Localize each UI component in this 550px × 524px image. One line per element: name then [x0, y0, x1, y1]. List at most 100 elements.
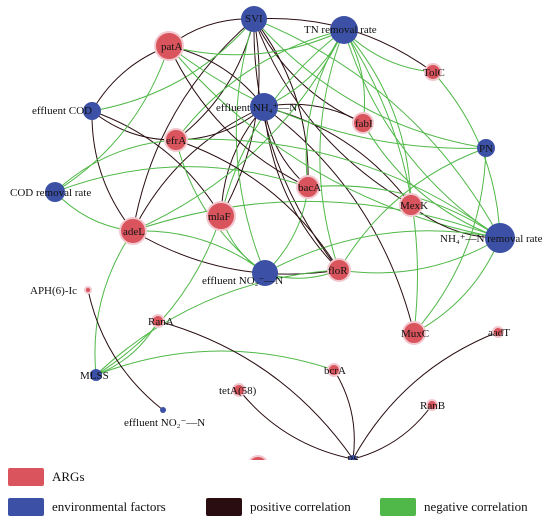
node-label-bcrA: bcrA [324, 365, 346, 377]
node-bacA [296, 175, 320, 199]
node-aadT [492, 326, 504, 338]
edge-patA-bacA [168, 45, 309, 188]
edge-effNH4-floR [263, 106, 340, 271]
edge-bcrA-PS [333, 369, 355, 460]
node-RanB [426, 399, 438, 411]
node-label-TolC: TolC [423, 67, 445, 79]
edge-TN-NH4rem [343, 29, 501, 239]
edge-MLSS-floR [95, 269, 340, 376]
node-efrA [164, 128, 188, 152]
node-label-mlaF: mlaF [208, 211, 231, 223]
node-TolC [424, 63, 442, 81]
network-nodes [45, 6, 515, 460]
edge-SVI-NH4rem [253, 18, 501, 239]
legend-label-args: ARGs [52, 469, 85, 484]
edge-PN-patA [168, 45, 487, 149]
node-effNO2b [160, 407, 166, 413]
node-MexK [399, 193, 423, 217]
edge-adeL-floR [132, 230, 340, 275]
node-label-RanA: RanA [148, 316, 174, 328]
network-edges [54, 18, 501, 460]
legend-label-env: environmental factors [52, 499, 166, 514]
node-effCOD [83, 102, 101, 120]
edge-NH4rem-patA [168, 45, 501, 239]
edge-SVI-PN [253, 18, 487, 149]
node-patA [154, 31, 184, 61]
node-label-MLSS: MLSS [80, 370, 109, 382]
node-label-effNH4: effluent NH₄⁺—N [216, 102, 297, 114]
node-label-effCOD: effluent COD [32, 105, 92, 117]
legend-swatch-negative [380, 498, 416, 516]
edge-NH4rem-effNO2a [264, 230, 501, 274]
node-label-effNO2a: effluent NO₂⁻—N [202, 275, 283, 287]
node-APH [84, 286, 92, 294]
edge-TN-patA [168, 29, 345, 56]
edge-SVI-mlaF [220, 18, 260, 217]
edge-NH4rem-adeL [132, 200, 501, 239]
edge-TN-floR [319, 29, 345, 271]
node-label-MexK: MexK [400, 200, 428, 212]
legend-item-env: environmental factors [8, 498, 166, 516]
node-label-SVI: SVI [245, 13, 263, 25]
node-label-CODrem: COD removal rate [10, 187, 91, 199]
edge-CODrem-bacA [54, 166, 309, 193]
node-tetA [232, 383, 246, 397]
edge-NH4rem-fabI [362, 122, 501, 239]
node-PN [477, 139, 495, 157]
edge-TN-efrA [175, 29, 345, 141]
node-label-efrA: efrA [166, 135, 186, 147]
node-mlaF [206, 201, 236, 231]
edge-SVI-effCOD [91, 18, 255, 112]
node-label-bacA: bacA [298, 182, 321, 194]
edge-effCOD-adeL [91, 110, 134, 232]
edge-PN-MuxC [413, 147, 487, 334]
edge-SVI-MexK [253, 18, 412, 206]
legend-swatch-env [8, 498, 44, 516]
edge-NH4rem-efrA [175, 138, 501, 239]
node-label-effNO2b: effluent NO₂⁻—N [124, 417, 205, 429]
edge-TN-MuxC [343, 29, 418, 334]
edge-CODrem-efrA [54, 139, 177, 193]
node-label-aadT: aadT [488, 327, 510, 339]
node-label-tetA: tetA(58) [219, 385, 257, 397]
node-CODrem [45, 182, 65, 202]
edge-effNO2a-SVI [235, 18, 266, 274]
edge-effNO2a-bacA [264, 186, 309, 274]
edge-efrA-floR [175, 139, 340, 271]
node-label-PN: PN [479, 143, 493, 155]
legend-label-positive: positive correlation [250, 499, 351, 514]
node-label-APH: APH(6)-Ic [30, 285, 77, 297]
node-label-TN: TN removal rate [304, 24, 377, 36]
node-bcrA [327, 363, 341, 377]
edge-TN-adeL [132, 29, 345, 232]
edge-SVI-bacA [253, 18, 309, 188]
edge-aadT-PS [352, 331, 499, 460]
node-label-MuxC: MuxC [401, 328, 429, 340]
node-label-fabI: fabI [355, 118, 373, 130]
legend-label-negative: negative correlation [424, 499, 528, 514]
edge-effCOD-mlaF [91, 110, 222, 217]
edge-CODrem-patA [54, 45, 170, 193]
node-label-adeL: adeL [123, 226, 145, 238]
legend-item-negative: negative correlation [380, 498, 528, 516]
edge-TN-MexK [343, 29, 412, 206]
node-label-RanB: RanB [420, 400, 445, 412]
edge-RanB-PS [352, 404, 433, 460]
edge-NH4rem-floR [338, 237, 501, 274]
edge-MLSS-adeL [94, 230, 134, 376]
node-PS [349, 455, 357, 460]
node-effNO2a [252, 260, 278, 286]
node-label-NH4rem: NH₄⁺—N removal rate [440, 233, 543, 245]
edge-APH-effNO2b [87, 289, 164, 411]
edge-PN-floR [338, 147, 487, 271]
legend-item-positive: positive correlation [206, 498, 351, 516]
legend-swatch-args [8, 468, 44, 486]
edge-SVI-adeL [132, 18, 255, 232]
node-RanA [151, 314, 165, 328]
node-floR [327, 258, 351, 282]
node-OmpA [248, 455, 268, 460]
node-MLSS [90, 369, 102, 381]
node-fabI [352, 112, 374, 134]
